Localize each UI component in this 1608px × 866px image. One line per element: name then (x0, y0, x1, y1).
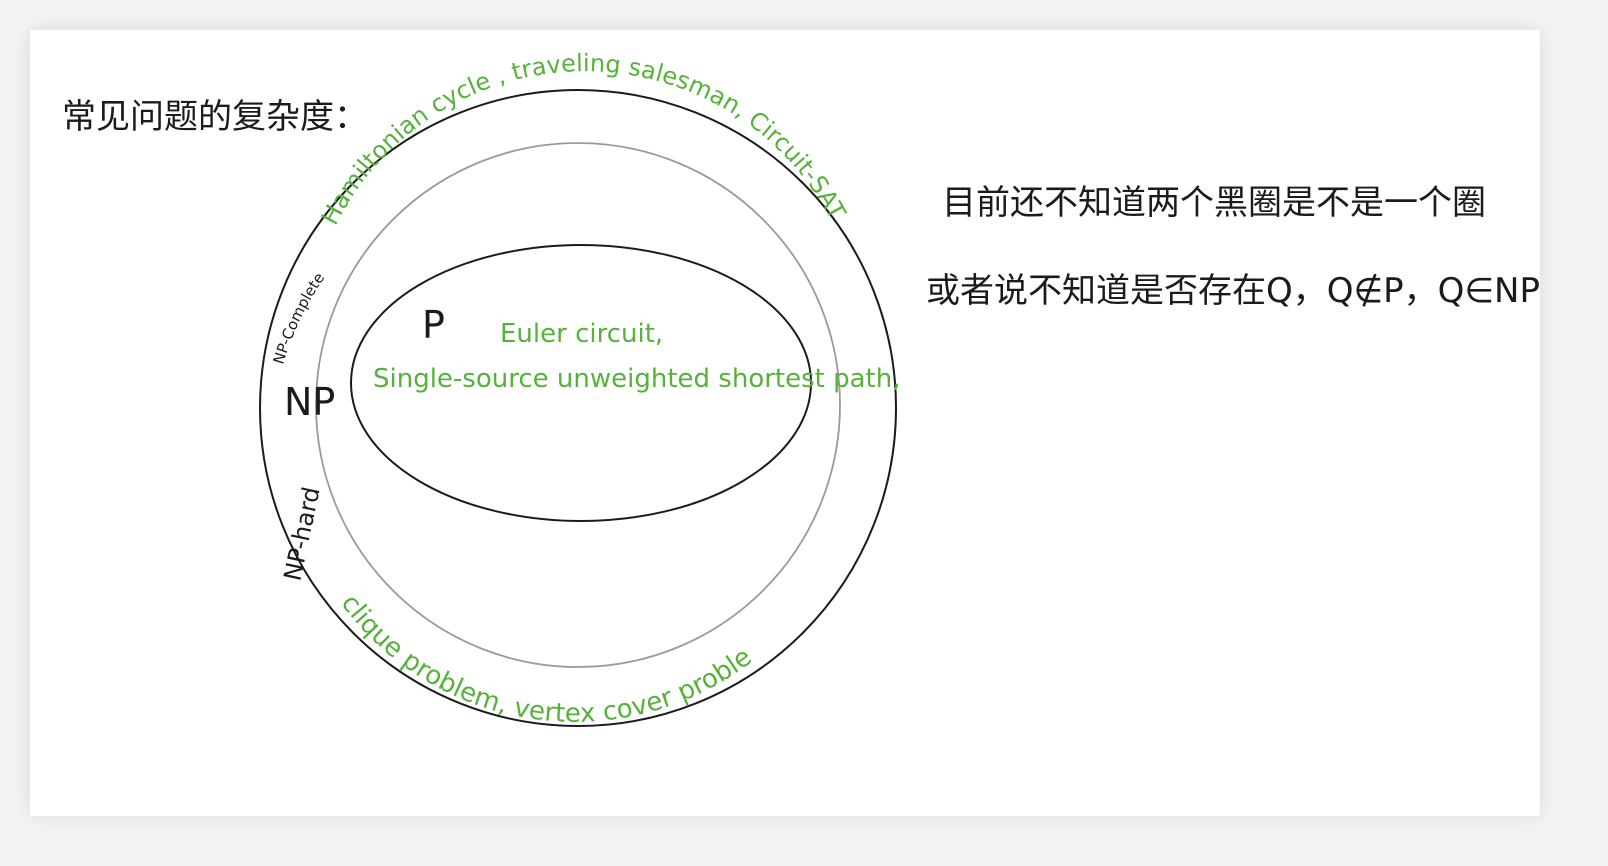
np-label: NP (284, 380, 335, 424)
page-title: 常见问题的复杂度： (62, 97, 368, 137)
p-examples-line-1: Euler circuit, (500, 319, 663, 349)
np-circle (315, 142, 841, 668)
whiteboard-canvas (30, 30, 1540, 816)
note-line-1: 目前还不知道两个黑圈是不是一个圈 (942, 183, 1486, 223)
npc-examples-top-label: Hamiltonian cycle , traveling salesman, … (316, 49, 851, 229)
np-complete-label: NP-Complete (270, 269, 329, 366)
np-complete-path: NP-Complete (270, 269, 329, 366)
np-hard-outer-circle (259, 89, 897, 727)
p-ellipse (350, 244, 812, 522)
p-examples-line-2: Single-source unweighted shortest path, (373, 364, 901, 394)
note-line-2: 或者说不知道是否存在Q，Q∉P，Q∈NP (926, 271, 1540, 311)
p-label: P (422, 303, 445, 347)
npc-examples-top-path: Hamiltonian cycle , traveling salesman, … (316, 49, 851, 229)
